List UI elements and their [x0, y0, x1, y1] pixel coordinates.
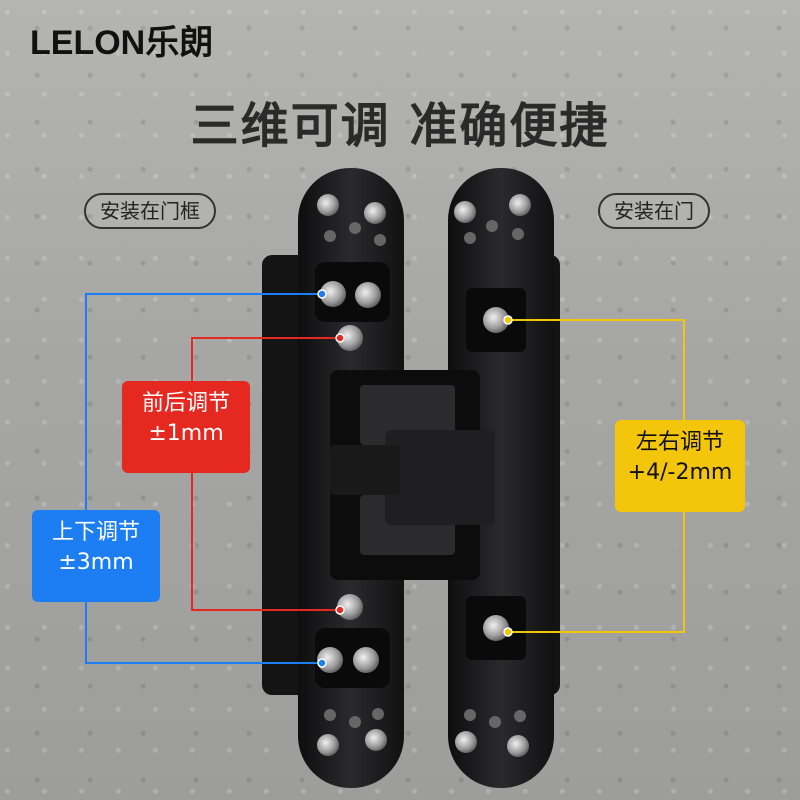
- front-back-value: ±1mm: [148, 421, 224, 446]
- front-back-title: 前后调节: [141, 391, 230, 416]
- brand-logo: LELON乐朗: [30, 24, 214, 62]
- headline: 三维可调 准确便捷: [190, 98, 610, 154]
- left-top-screws: [315, 194, 390, 351]
- left-right-title: 左右调节: [635, 430, 724, 455]
- install-frame-pill: 安装在门框: [84, 193, 216, 229]
- right-top-screws: [454, 194, 531, 352]
- right-bottom-screws: [455, 596, 529, 757]
- up-down-value: ±3mm: [58, 550, 134, 575]
- left-right-adjust-label: 左右调节 +4/-2mm: [615, 420, 745, 512]
- red-connector: [191, 337, 340, 611]
- front-back-adjust-label: 前后调节 ±1mm: [122, 381, 250, 473]
- left-right-value: +4/-2mm: [627, 460, 733, 485]
- up-down-adjust-label: 上下调节 ±3mm: [32, 510, 160, 602]
- install-door-pill: 安装在门: [598, 193, 710, 229]
- up-down-title: 上下调节: [51, 520, 140, 545]
- blue-connector: [85, 293, 322, 664]
- left-bottom-screws: [315, 594, 390, 756]
